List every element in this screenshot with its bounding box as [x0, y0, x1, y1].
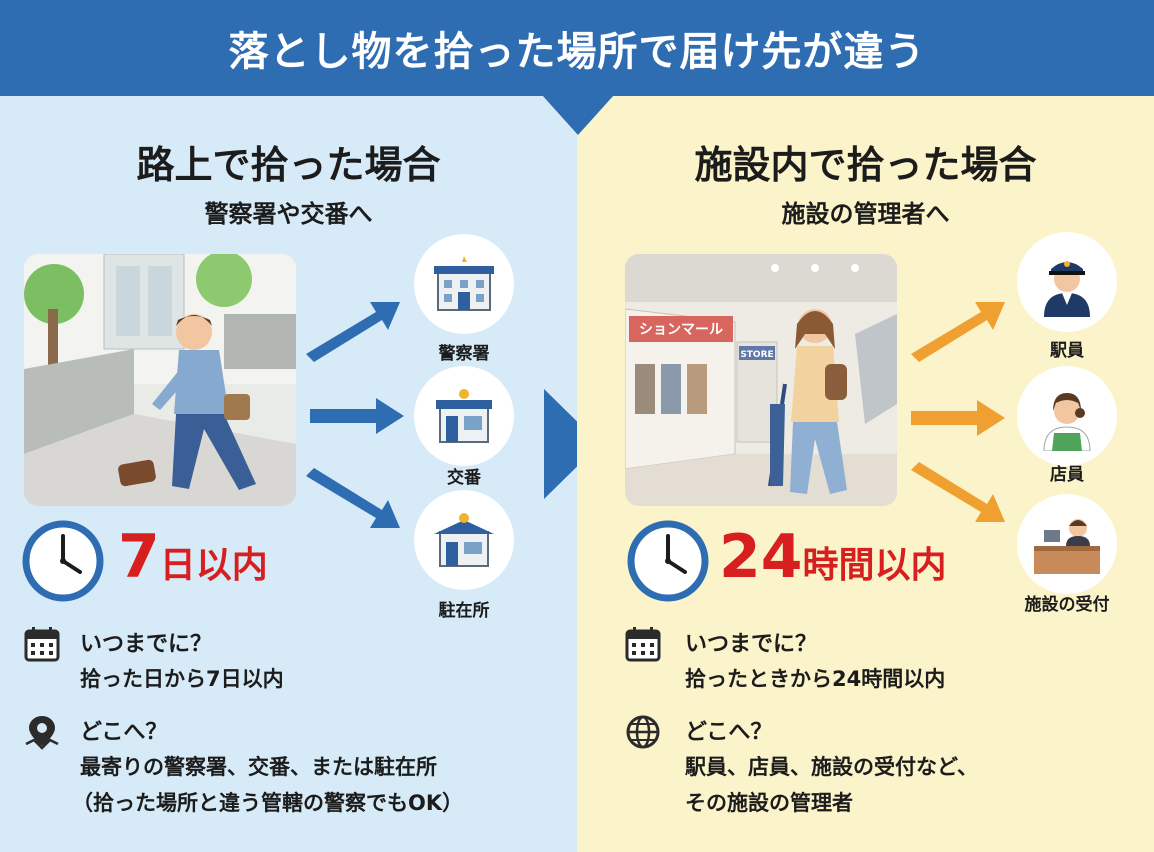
globe-icon: [626, 715, 660, 749]
store-sign-text: STORE: [740, 350, 773, 360]
facility-where-line2: その施設の管理者: [685, 791, 853, 815]
street-scene-illustration: [24, 254, 296, 506]
facility-title: 施設内で拾った場合: [694, 143, 1037, 187]
reception-circle: [1017, 494, 1117, 594]
destination-label-residential-box: 駐在所: [438, 601, 490, 621]
street-where-line2: （拾った場所と違う管轄の警察でもOK）: [72, 791, 464, 815]
street-when-body: 拾った日から7日以内: [80, 667, 284, 691]
clock-icon: [627, 520, 709, 602]
page-title: 落とし物を拾った場所で届け先が違う: [228, 29, 926, 75]
street-title: 路上で拾った場合: [136, 143, 441, 187]
arrow-to-reception: [911, 462, 1005, 522]
facility-when-heading: いつまでに？: [685, 632, 818, 657]
street-deadline-number: 7: [118, 522, 160, 592]
facility-where-line1: 駅員、店員、施設の受付など、: [685, 755, 978, 779]
facility-where-heading: どこへ？: [685, 720, 773, 745]
facility-deadline-unit: 時間以内: [802, 545, 947, 586]
destination-label-reception: 施設の受付: [1024, 595, 1110, 615]
police-station-circle: [414, 234, 514, 334]
street-where-line1: 最寄りの警察署、交番、または駐在所: [80, 755, 437, 779]
destination-label-store-clerk: 店員: [1050, 465, 1084, 485]
arrow-to-koban: [310, 398, 404, 434]
calendar-icon: [625, 627, 661, 662]
residential-box-circle: [414, 490, 514, 590]
station-staff-icon: [1044, 261, 1090, 317]
street-panel: 路上で拾った場合 警察署や交番へ: [0, 96, 577, 852]
arrow-to-police-station: [306, 302, 400, 362]
koban-circle: [414, 366, 514, 466]
calendar-icon: [24, 627, 60, 662]
shop-sign-text: ションマール: [639, 322, 723, 338]
header-pointer: [542, 95, 614, 135]
center-arrow: [544, 389, 600, 499]
arrow-to-residential-box: [306, 468, 400, 528]
facility-deadline: 24時間以内: [719, 522, 947, 592]
mall-scene-illustration: ションマール STORE: [625, 254, 897, 506]
street-where-heading: どこへ？: [80, 720, 168, 745]
street-subtitle: 警察署や交番へ: [204, 200, 373, 228]
facility-deadline-number: 24: [719, 522, 803, 592]
koban-icon: [436, 389, 492, 443]
street-deadline-unit: 日以内: [159, 545, 268, 586]
reception-desk-icon: [1034, 519, 1100, 574]
clock-icon: [22, 520, 104, 602]
arrow-to-station-staff: [911, 302, 1005, 362]
facility-when-body: 拾ったときから24時間以内: [685, 667, 946, 691]
destination-label-police-station: 警察署: [438, 344, 490, 364]
street-when-heading: いつまでに？: [80, 632, 213, 657]
store-clerk-circle: [1017, 366, 1117, 466]
facility-subtitle: 施設の管理者へ: [781, 200, 950, 228]
facility-panel: 施設内で拾った場合 施設の管理者へ ションマール STORE: [577, 96, 1154, 852]
destination-label-koban: 交番: [447, 468, 481, 488]
arrow-to-store-clerk: [911, 400, 1005, 436]
destination-label-station-staff: 駅員: [1050, 341, 1084, 361]
residential-police-box-icon: [434, 513, 494, 567]
police-station-icon: [434, 256, 494, 311]
map-pin-icon: [25, 716, 59, 750]
station-staff-circle: [1017, 232, 1117, 332]
street-deadline: 7日以内: [118, 522, 268, 592]
store-clerk-icon: [1043, 393, 1091, 451]
header-banner: 落とし物を拾った場所で届け先が違う: [0, 0, 1154, 96]
